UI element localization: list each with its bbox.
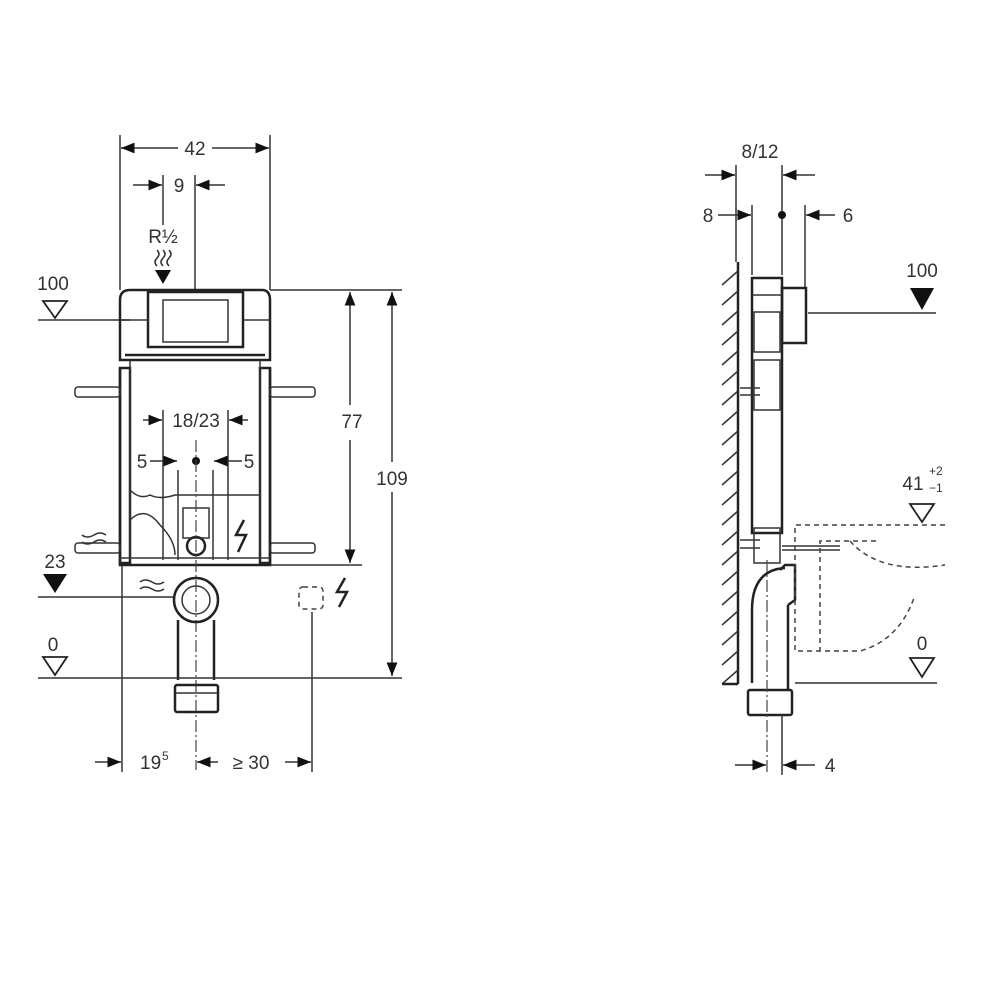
level-marker-100-side: 100 bbox=[808, 261, 938, 314]
electrical-socket-icon bbox=[298, 577, 350, 610]
dimension-height-77: 77 bbox=[341, 292, 363, 563]
dimension-label: ≥ 30 bbox=[233, 753, 270, 774]
cistern-frame bbox=[118, 288, 272, 567]
dimension-label: 42 bbox=[184, 139, 205, 160]
dimension-drain-4: 4 bbox=[735, 756, 836, 777]
dimension-label: 19 bbox=[140, 753, 161, 774]
level-label: 23 bbox=[44, 552, 65, 573]
dimension-label: 109 bbox=[376, 469, 408, 490]
drain-pipe bbox=[172, 576, 220, 714]
level-marker-0: 0 bbox=[41, 635, 69, 677]
level-label: 100 bbox=[906, 261, 938, 282]
water-inlet-icon bbox=[154, 249, 172, 284]
level-label: 0 bbox=[917, 634, 928, 655]
dimension-socket-distance: ≥ 30 bbox=[197, 753, 311, 774]
tolerance-minus: −1 bbox=[929, 481, 943, 495]
dimension-wall-gap-8: 8 bbox=[703, 206, 751, 227]
wall-hatch bbox=[721, 262, 740, 686]
dimension-drain-offset: 19 5 bbox=[95, 749, 169, 774]
front-view: 42 9 R½ 100 bbox=[37, 135, 408, 774]
dimension-label: 18/23 bbox=[172, 411, 220, 432]
dimension-label: 4 bbox=[825, 756, 836, 777]
dimension-drain-spacing: 18/23 bbox=[143, 410, 248, 560]
level-label: 0 bbox=[48, 635, 59, 656]
level-label: 100 bbox=[37, 274, 69, 295]
dimension-label: 8 bbox=[703, 206, 714, 227]
side-view: 8/12 8 6 bbox=[703, 142, 946, 777]
dimension-panel-6: 6 bbox=[806, 206, 853, 227]
electric-icon bbox=[233, 519, 248, 553]
tolerance-plus: +2 bbox=[929, 464, 943, 478]
inlet-thread-label: R½ bbox=[148, 227, 178, 248]
dimension-inlet-9: 9 bbox=[133, 176, 225, 197]
level-marker-23: 23 bbox=[38, 552, 175, 598]
dimension-superscript: 5 bbox=[162, 749, 169, 763]
dimension-label: 5 bbox=[137, 452, 148, 473]
dimension-label: 5 bbox=[244, 452, 255, 473]
dimension-height-109: 109 bbox=[376, 292, 408, 676]
dimension-label: 9 bbox=[174, 176, 185, 197]
water-supply-icon bbox=[81, 532, 165, 592]
dimension-depth-8-12: 8/12 bbox=[705, 142, 815, 181]
level-marker-100: 100 bbox=[37, 274, 130, 321]
dimension-width-42: 42 bbox=[121, 139, 269, 160]
toilet-bowl-outline bbox=[794, 524, 946, 652]
cistern-frame-side bbox=[740, 276, 840, 564]
dimension-label: 6 bbox=[843, 206, 854, 227]
level-label: 41 bbox=[902, 474, 923, 495]
level-marker-41: 41 +2 −1 bbox=[902, 464, 943, 524]
level-marker-0-side: 0 bbox=[908, 634, 936, 679]
dimension-label: 77 bbox=[341, 412, 362, 433]
dimension-label: 8/12 bbox=[742, 142, 779, 163]
mounting-bracket bbox=[74, 386, 316, 554]
drain-bend bbox=[746, 560, 797, 775]
